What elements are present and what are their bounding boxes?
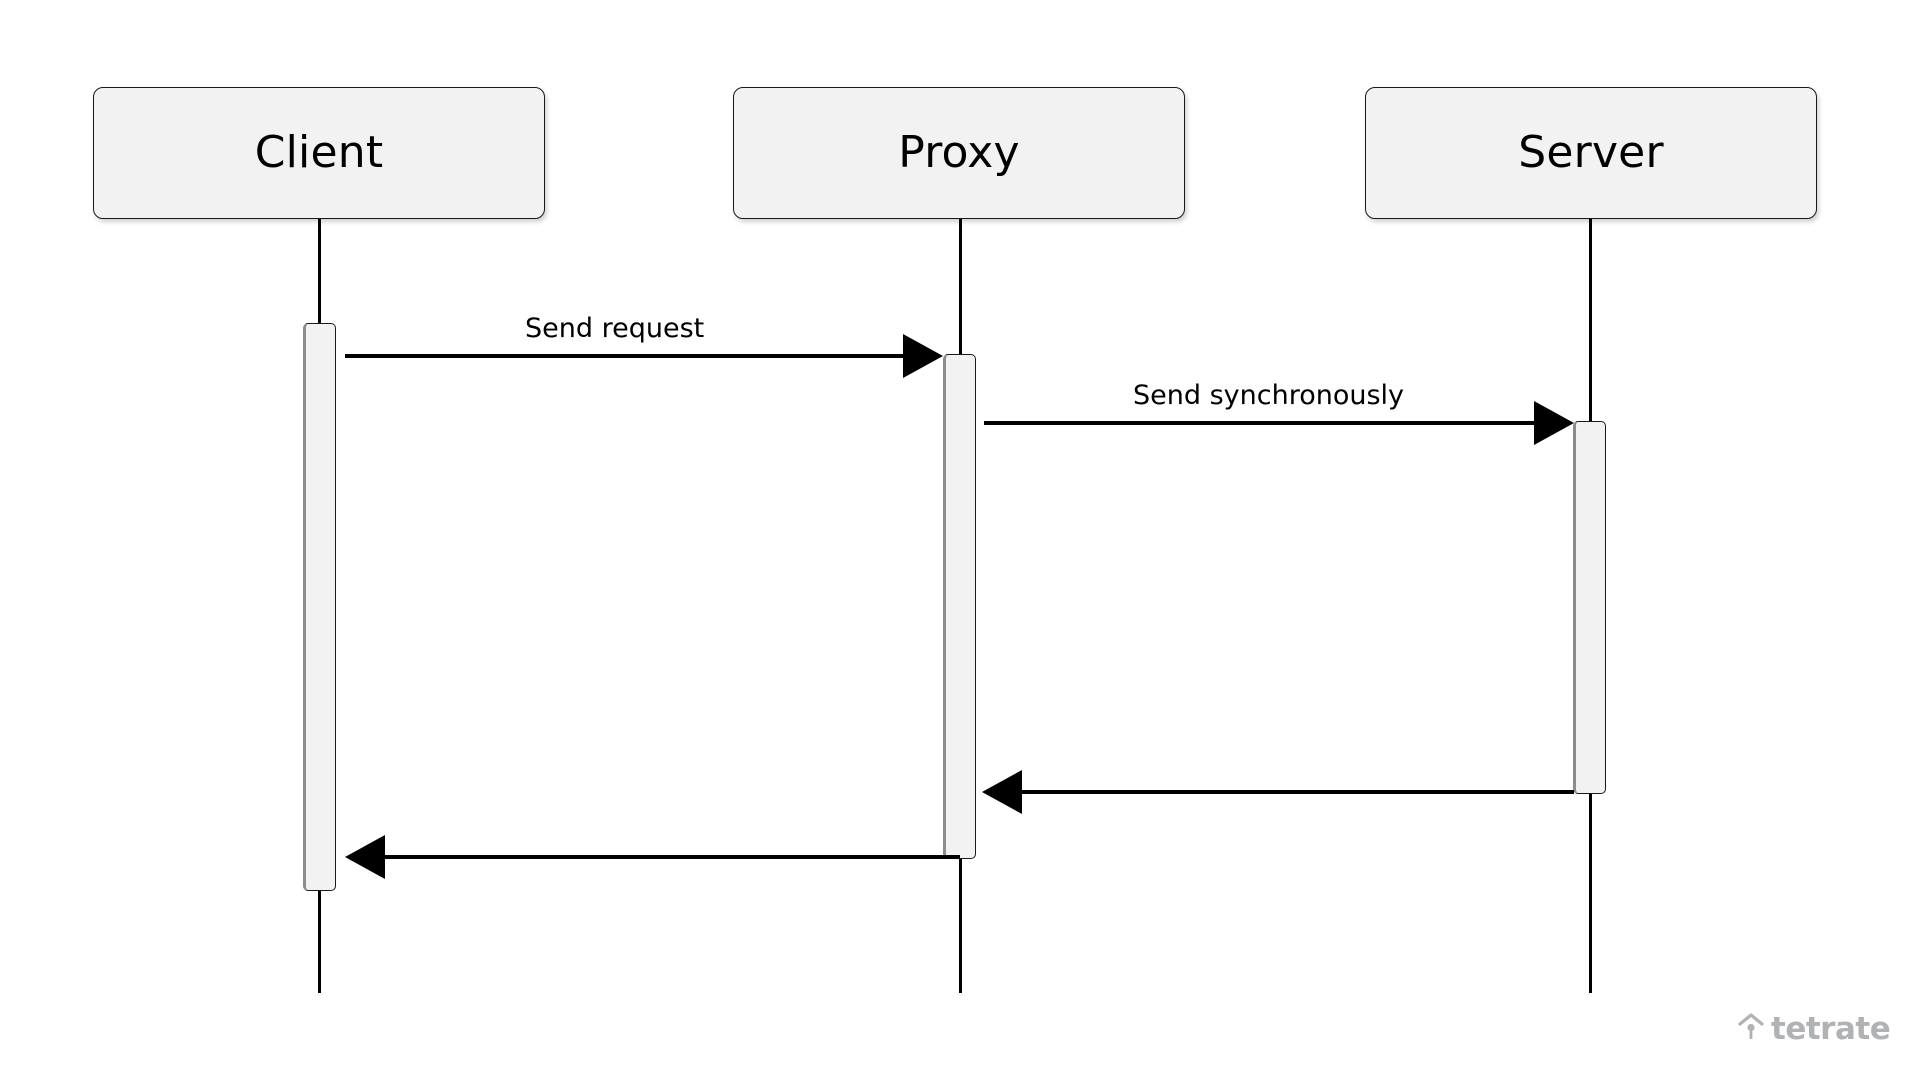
- participant-label-proxy: Proxy: [898, 127, 1020, 178]
- activation-bar-client[interactable]: [303, 323, 336, 891]
- participant-label-client: Client: [254, 127, 384, 178]
- activation-bar-server[interactable]: [1573, 421, 1606, 794]
- watermark-text: tetrate: [1771, 1010, 1891, 1047]
- participant-label-server: Server: [1518, 127, 1664, 178]
- watermark: tetrate: [1738, 1010, 1891, 1047]
- participant-box-client[interactable]: Client: [93, 87, 545, 219]
- message-line-server-return: [1022, 790, 1574, 794]
- participant-box-server[interactable]: Server: [1365, 87, 1817, 219]
- arrowhead-server-return: [982, 770, 1022, 814]
- message-label-send-request: Send request: [525, 313, 705, 344]
- message-line-send-request: [345, 354, 905, 358]
- message-line-send-synchronously: [984, 421, 1535, 425]
- activation-bar-proxy[interactable]: [943, 354, 976, 859]
- tetrate-logo-icon: [1738, 1013, 1764, 1039]
- message-label-send-synchronously: Send synchronously: [1133, 380, 1405, 411]
- arrowhead-send-synchronously: [1534, 401, 1574, 445]
- arrowhead-proxy-return: [345, 835, 385, 879]
- participant-box-proxy[interactable]: Proxy: [733, 87, 1185, 219]
- arrowhead-send-request: [903, 334, 943, 378]
- message-line-proxy-return: [385, 855, 960, 859]
